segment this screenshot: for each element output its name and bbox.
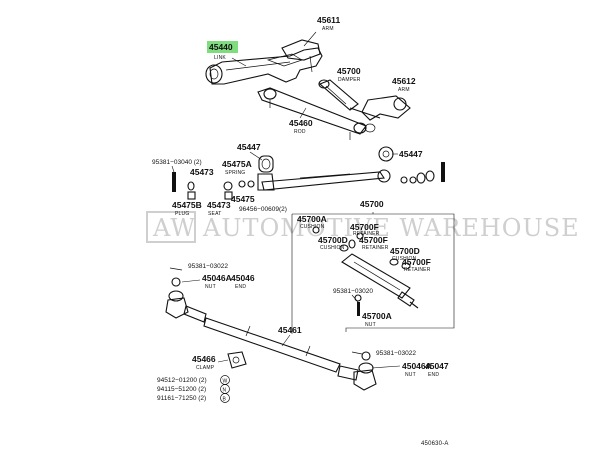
label-45475: 45475 bbox=[231, 194, 255, 204]
code-95381-03020: 95381−03020 bbox=[333, 288, 373, 295]
label-45046A-a: 45046A bbox=[202, 273, 232, 283]
label-45466-desc: CLAMP bbox=[196, 365, 215, 371]
tie-rod-end-45047 bbox=[337, 351, 377, 391]
label-45475A: 45475A bbox=[222, 159, 252, 169]
relay-rod-45460 bbox=[257, 87, 367, 140]
tie-rod-45461 bbox=[203, 317, 341, 373]
label-45460: 45460 bbox=[289, 118, 313, 128]
code-91161-71250: 91161−71250 (2) bbox=[157, 395, 206, 402]
label-45700F-c: 45700F bbox=[402, 257, 431, 267]
drag-link-small-parts bbox=[172, 162, 445, 200]
label-45700F-b: 45700F bbox=[359, 235, 388, 245]
marker-w-label: W bbox=[223, 379, 228, 385]
label-45611: 45611 bbox=[317, 15, 340, 25]
label-45466: 45466 bbox=[192, 354, 216, 364]
code-95381-03040: 95381−03040 (2) bbox=[152, 159, 202, 166]
watermark: AW AUTOMOTIVE WAREHOUSE bbox=[146, 211, 580, 243]
code-94512-01200: 94512−01200 (2) bbox=[157, 377, 207, 384]
clamp-45466 bbox=[227, 351, 247, 369]
marker-b-label: B bbox=[223, 397, 227, 403]
code-95381-03022-a: 95381−03022 bbox=[188, 263, 228, 270]
figure-reference: 450630-A bbox=[421, 441, 449, 447]
watermark-badge: AW bbox=[152, 214, 196, 242]
code-95381-03022-b: 95381−03022 bbox=[376, 350, 416, 357]
drag-link-45447 bbox=[257, 146, 394, 191]
label-45700A-a-desc: CUSHION bbox=[300, 224, 325, 230]
marker-n-label: N bbox=[223, 388, 227, 394]
damper-45700-body bbox=[341, 253, 419, 309]
damper-box-outline bbox=[291, 212, 455, 334]
label-45440: 45440 bbox=[209, 42, 233, 52]
label-45447-b: 45447 bbox=[399, 149, 423, 159]
label-45700A-a: 45700A bbox=[297, 214, 327, 224]
label-45475B-desc: PLUG bbox=[175, 211, 189, 217]
label-45473-a: 45473 bbox=[190, 167, 214, 177]
damper-45700-top bbox=[318, 79, 381, 119]
label-45700F-a-desc: RETAINER bbox=[353, 231, 380, 237]
code-94115-51200: 94115−51200 (2) bbox=[157, 386, 206, 393]
label-45447-a: 45447 bbox=[237, 142, 261, 152]
label-45475A-desc: SPRING bbox=[225, 170, 245, 176]
label-45700D-b: 45700D bbox=[390, 246, 420, 256]
label-45475B: 45475B bbox=[172, 200, 202, 210]
tie-rod-end-45046 bbox=[165, 267, 207, 323]
label-45473-b-desc: SEAT bbox=[208, 211, 222, 217]
label-45046A-b-desc: NUT bbox=[405, 372, 416, 378]
label-45700F-a: 45700F bbox=[350, 222, 379, 232]
arm-45611 bbox=[281, 39, 321, 73]
label-45046A-a-desc: NUT bbox=[205, 284, 216, 290]
label-45700D-a: 45700D bbox=[318, 235, 348, 245]
label-45047: 45047 bbox=[425, 361, 449, 371]
label-45700A-b-desc: NUT bbox=[365, 322, 376, 328]
label-45612-desc: ARM bbox=[398, 87, 410, 93]
highlight-45440 bbox=[207, 41, 238, 53]
label-45046: 45046 bbox=[231, 273, 255, 283]
label-45611-desc: ARM bbox=[322, 26, 334, 32]
link-45440 bbox=[205, 47, 323, 85]
label-45460-desc: ROD bbox=[294, 129, 306, 135]
damper-45700-stud bbox=[354, 294, 362, 316]
label-45612: 45612 bbox=[392, 76, 416, 86]
label-45700F-c-desc: RETAINER bbox=[404, 267, 431, 273]
label-45700D-b-desc: CUSHION bbox=[392, 256, 417, 262]
label-45700-top: 45700 bbox=[337, 66, 361, 76]
code-96456-00609: 96456−00609(2) bbox=[239, 206, 287, 213]
label-45473-b: 45473 bbox=[207, 200, 231, 210]
label-45700-mid: 45700 bbox=[360, 199, 384, 209]
label-45461: 45461 bbox=[278, 325, 302, 335]
label-45047-desc: END bbox=[428, 372, 439, 378]
marker-b bbox=[220, 393, 230, 403]
label-45700F-b-desc: RETAINER bbox=[362, 245, 389, 251]
label-45046A-b: 45046A bbox=[402, 361, 432, 371]
label-45700A-b: 45700A bbox=[362, 311, 392, 321]
label-45046-desc: END bbox=[235, 284, 246, 290]
watermark-text: AUTOMOTIVE WAREHOUSE bbox=[202, 214, 580, 242]
arm-45612 bbox=[361, 95, 411, 133]
label-45440-desc: LINK bbox=[214, 55, 226, 61]
damper-45700-cushions bbox=[312, 226, 411, 270]
label-45700-top-desc: DAMPER bbox=[338, 77, 361, 83]
label-45700D-a-desc: CUSHION bbox=[320, 245, 345, 251]
